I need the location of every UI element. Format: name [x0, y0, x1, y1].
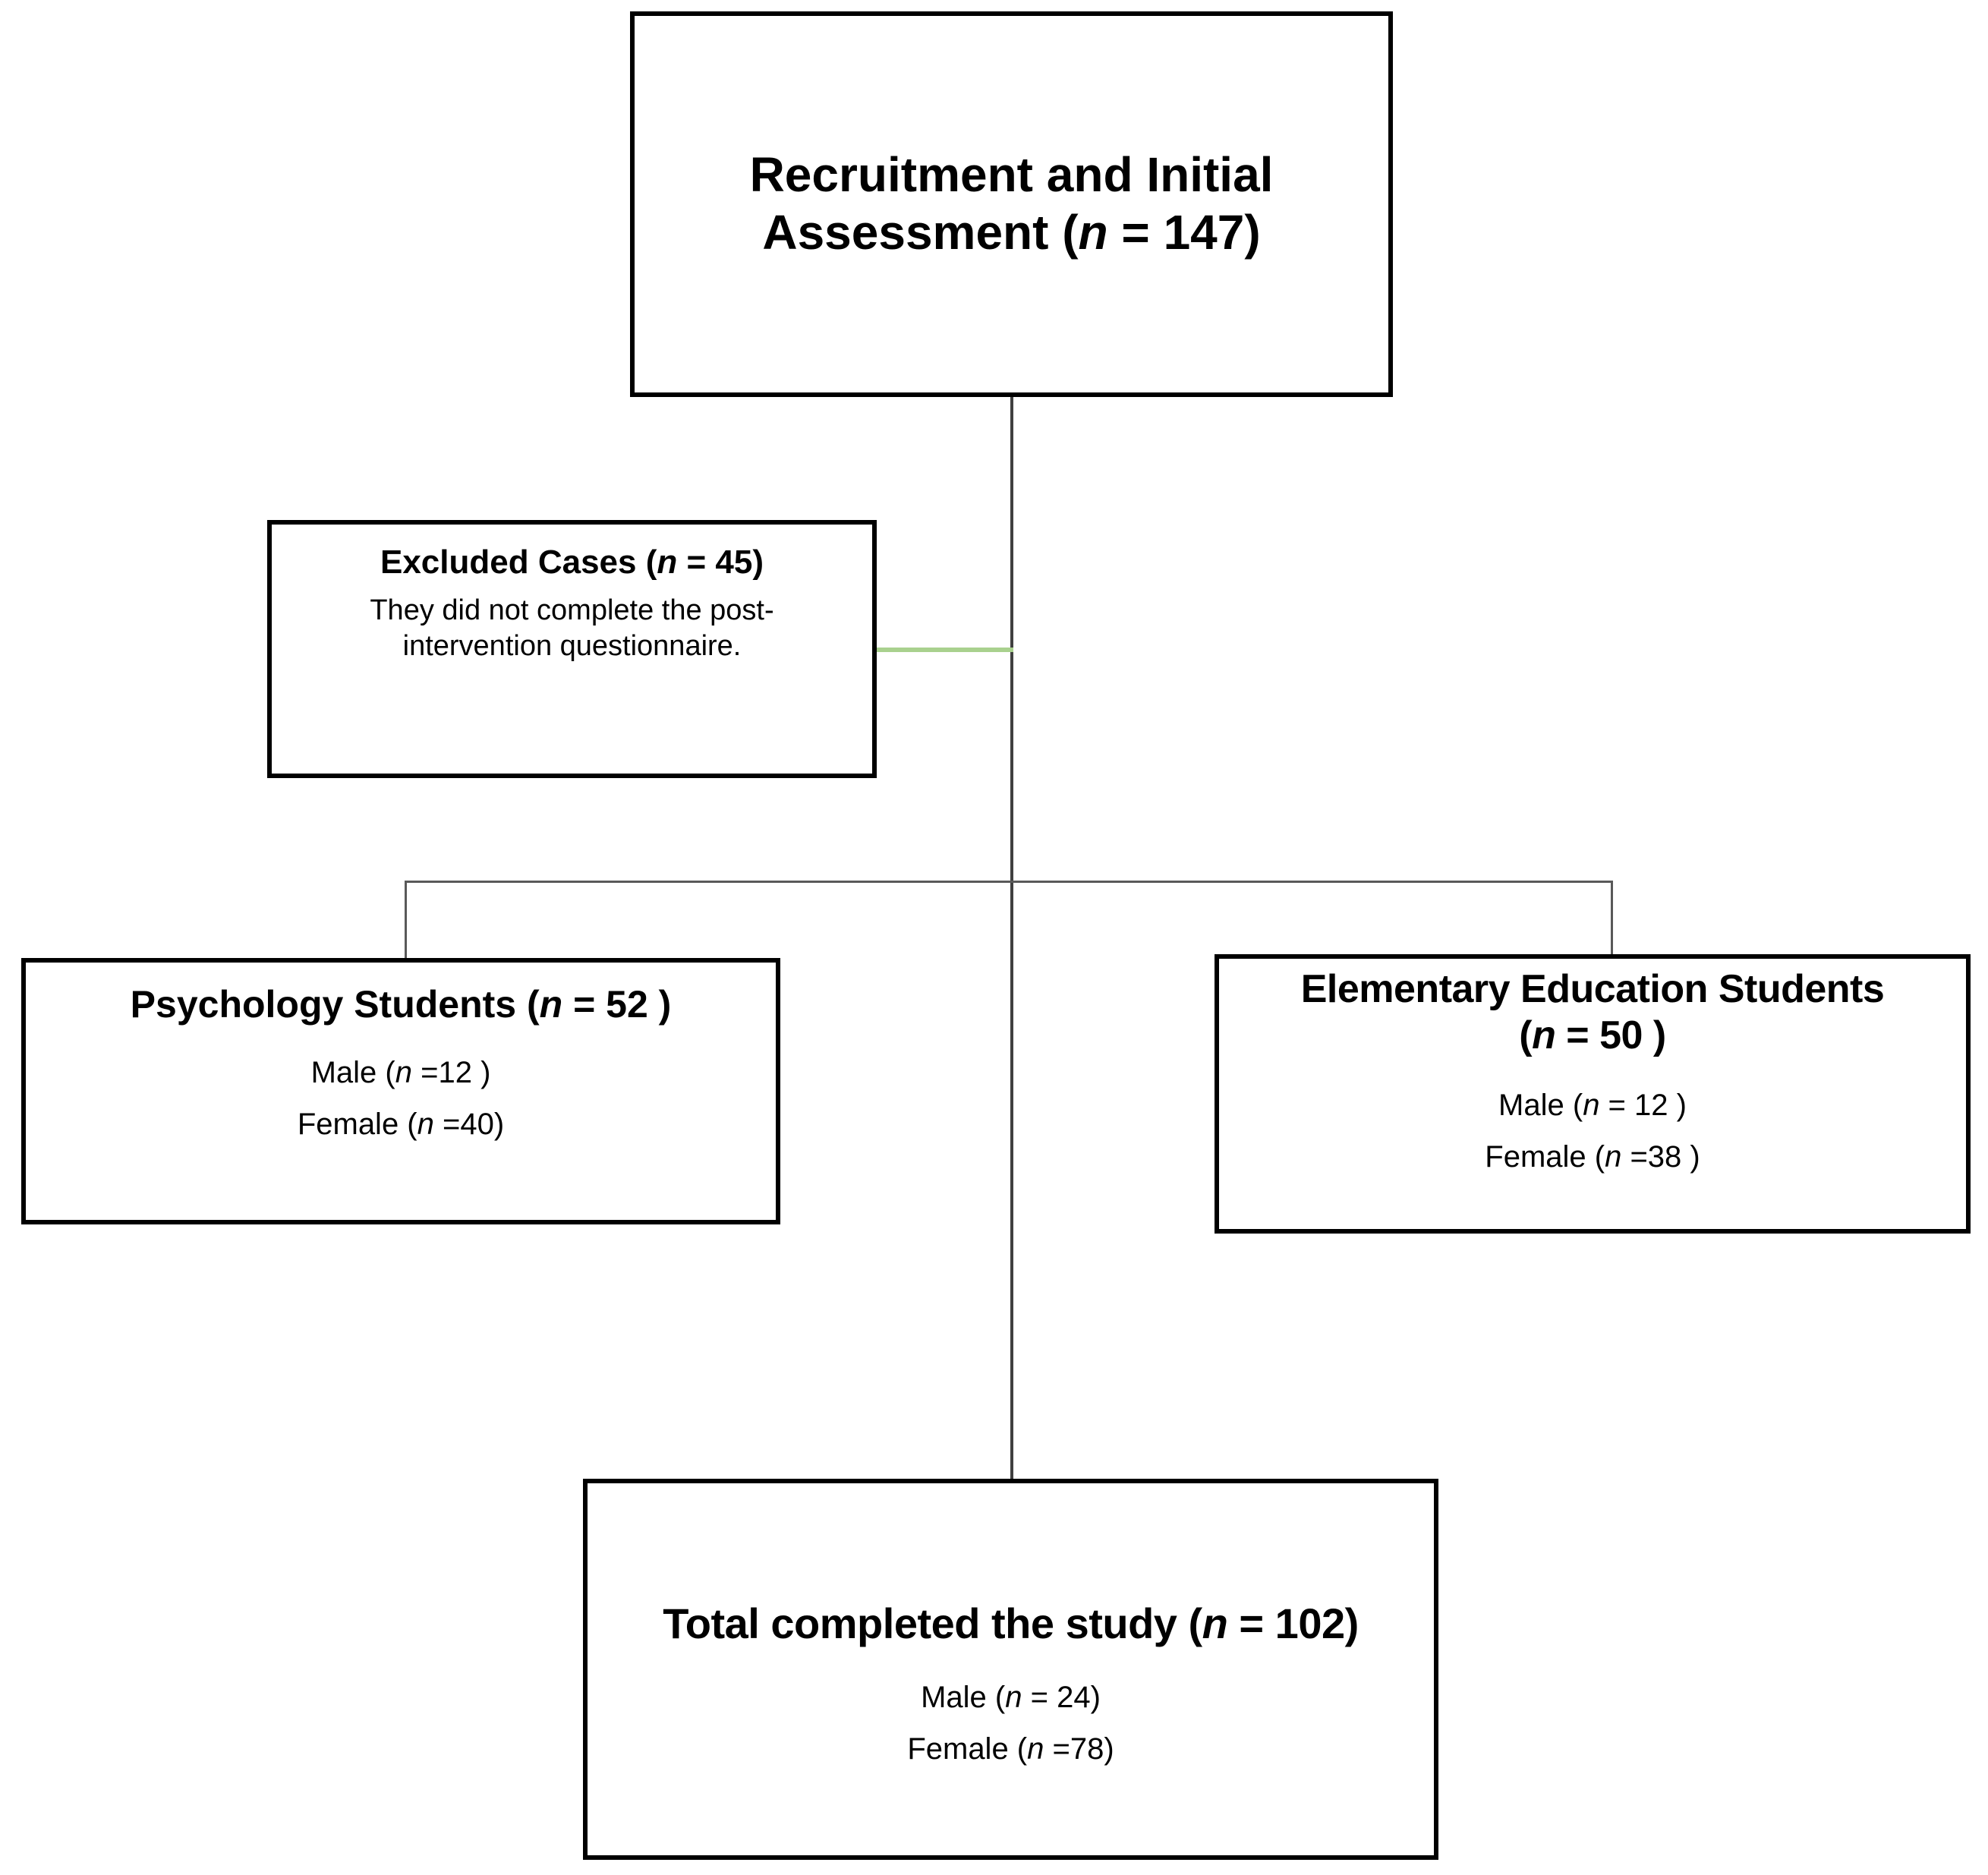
node-recruitment-and-initial-assessment: Recruitment and Initial Assessment (n = … [630, 11, 1393, 397]
italic-n: n [1605, 1139, 1622, 1174]
excluded-cases-title: Excluded Cases (n = 45) [380, 544, 764, 581]
psychology-female-count: Female (n =40) [297, 1108, 505, 1141]
connector-excluded-cases-green [877, 648, 1013, 652]
italic-n: n [1078, 205, 1108, 260]
italic-n: n [417, 1108, 434, 1141]
node-psychology-students: Psychology Students (n = 52 ) Male (n =1… [21, 958, 780, 1224]
italic-n: n [1005, 1681, 1022, 1715]
italic-n: n [539, 983, 563, 1026]
total-completed-breakdown: Male (n = 24) Female (n =78) [907, 1672, 1114, 1775]
connector-recruitment-to-branch [1010, 397, 1013, 883]
italic-n: n [395, 1056, 412, 1089]
italic-n: n [1202, 1599, 1228, 1647]
elementary-education-breakdown: Male (n = 12 ) Female (n =38 ) [1485, 1079, 1700, 1183]
psychology-students-breakdown: Male (n =12 ) Female (n =40) [298, 1047, 504, 1150]
node-total-completed-the-study: Total completed the study (n = 102) Male… [583, 1479, 1438, 1860]
connector-branch-to-total [1010, 881, 1013, 1480]
psychology-students-title: Psychology Students (n = 52 ) [130, 983, 672, 1026]
total-female-count: Female (n =78) [907, 1732, 1114, 1766]
excluded-cases-reason: They did not complete the post-intervent… [370, 594, 774, 663]
connector-branch-drop-right [1611, 881, 1613, 956]
elementary-education-students-title: Elementary Education Students (n = 50 ) [1300, 967, 1885, 1058]
node-elementary-education-students: Elementary Education Students (n = 50 ) … [1215, 954, 1971, 1234]
elementary-female-count: Female (n =38 ) [1485, 1139, 1700, 1174]
italic-n: n [657, 544, 678, 581]
total-completed-title: Total completed the study (n = 102) [663, 1599, 1359, 1647]
connector-branch-drop-left [405, 881, 407, 960]
recruitment-title: Recruitment and Initial Assessment (n = … [749, 147, 1274, 260]
italic-n: n [1027, 1732, 1044, 1766]
total-male-count: Male (n = 24) [921, 1681, 1101, 1715]
psychology-male-count: Male (n =12 ) [310, 1056, 491, 1089]
node-excluded-cases: Excluded Cases (n = 45) They did not com… [267, 520, 877, 778]
italic-n: n [1532, 1013, 1556, 1058]
elementary-male-count: Male (n = 12 ) [1498, 1088, 1687, 1122]
italic-n: n [1583, 1088, 1600, 1122]
connector-branch-horizontal [405, 881, 1613, 883]
